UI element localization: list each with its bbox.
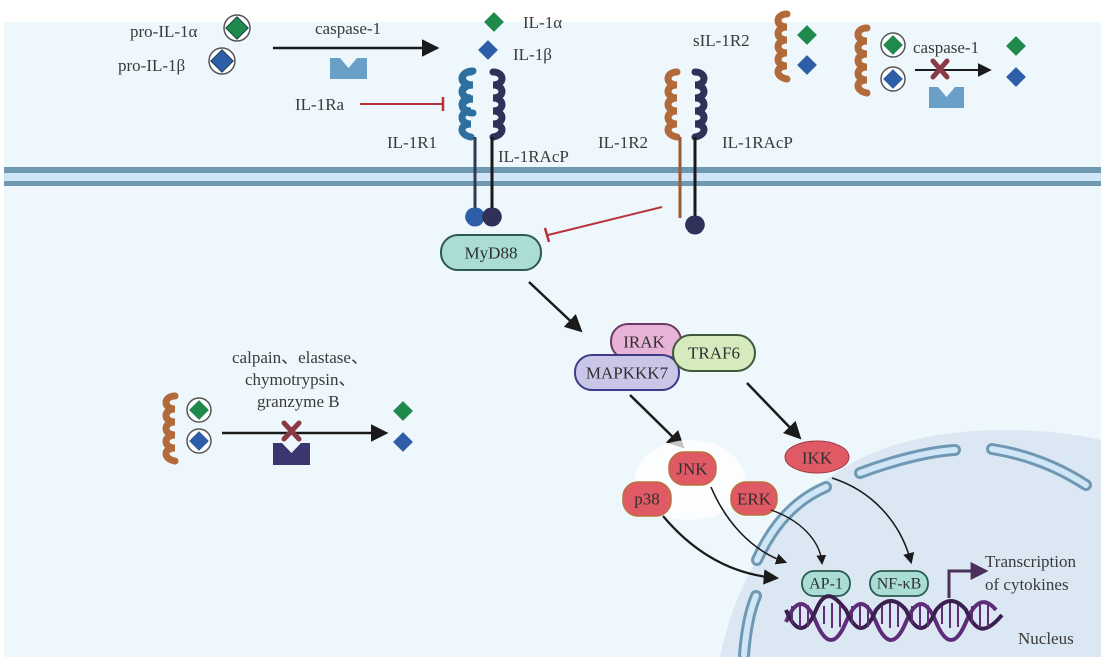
svg-text:MyD88: MyD88	[465, 244, 518, 263]
il1a-icon	[484, 12, 504, 32]
svg-text:p38: p38	[634, 490, 660, 509]
blocked-cross-icon	[281, 420, 302, 442]
pro-il1a-icon	[223, 14, 251, 42]
erk-to-ap1-arrow	[770, 509, 827, 565]
il1a-label: IL-1α	[523, 13, 562, 32]
il1b-icon	[478, 40, 498, 60]
svg-text:IKK: IKK	[802, 449, 833, 468]
il1ra-label: IL-1Ra	[295, 95, 345, 114]
svg-text:NF-κB: NF-κB	[877, 576, 922, 593]
membrane-bound-pro-il1-complex	[162, 392, 212, 465]
pro-il1b-label: pro-IL-1β	[118, 56, 185, 75]
dna-helix-icon	[784, 594, 1004, 642]
transcription-start-arrow	[947, 562, 989, 598]
tir-domain-icon	[465, 207, 485, 227]
pro-il1a-label: pro-IL-1α	[130, 22, 198, 41]
svg-text:TRAF6: TRAF6	[688, 344, 740, 363]
proteases-label-line3: granzyme B	[257, 392, 340, 411]
svg-text:JNK: JNK	[676, 460, 708, 479]
il1racp-right-label: IL-1RAcP	[722, 133, 793, 152]
sil1r2-pro-il1-complex	[854, 24, 906, 97]
mapkkk7-node: MAPKKK7	[574, 354, 680, 391]
il1r1-receptor	[458, 71, 485, 227]
il1r2-receptor	[664, 68, 682, 218]
proteases-label-line1: calpain、elastase、	[232, 348, 368, 367]
caspase1-enzyme-icon	[330, 58, 367, 79]
ikk-to-nfkb-arrow	[831, 477, 915, 565]
svg-text:AP-1: AP-1	[809, 576, 843, 593]
nucleus	[720, 430, 1101, 657]
caspase1-label: caspase-1	[315, 19, 381, 38]
p38-to-ap1-arrow	[662, 515, 780, 585]
ikk-node: IKK	[784, 440, 850, 474]
nfkb-node: NF-κB	[869, 570, 929, 597]
il1racp-left-label: IL-1RAcP	[498, 147, 569, 166]
svg-text:ERK: ERK	[737, 490, 772, 509]
irak-node: IRAK	[610, 323, 682, 360]
pro-il1b-icon	[208, 47, 236, 75]
extracellular-space	[0, 0, 1101, 22]
il1r2-inhibition-line	[547, 206, 663, 236]
svg-text:IRAK: IRAK	[623, 333, 665, 352]
caspase1-blocked-label: caspase-1	[913, 38, 979, 57]
il1b-label: IL-1β	[513, 45, 552, 64]
jnk-to-ap1-arrow	[710, 486, 788, 565]
il1r2-label: IL-1R2	[598, 133, 648, 152]
traf6-to-ikk-arrow	[746, 382, 802, 440]
svg-text:MAPKKK7: MAPKKK7	[586, 364, 669, 383]
il1r1-label: IL-1R1	[387, 133, 437, 152]
transcription-label-line1: Transcription	[985, 552, 1076, 571]
erk-node: ERK	[730, 481, 778, 516]
il1racp-receptor-left	[482, 68, 506, 227]
traf6-node: TRAF6	[672, 334, 756, 372]
ap1-node: AP-1	[801, 570, 851, 597]
transcription-label-line2: of cytokines	[985, 575, 1069, 594]
proteases-label-line2: chymotrypsin、	[245, 370, 356, 389]
blocked-cross-icon	[930, 58, 950, 80]
caspase1-enzyme-icon	[929, 87, 964, 108]
p38-node: p38	[622, 481, 672, 517]
mapkkk7-to-jnk-arrow	[629, 394, 685, 449]
il1b-icon	[393, 432, 413, 452]
sil1r2-label: sIL-1R2	[693, 31, 750, 50]
plasma-membrane	[4, 167, 1101, 186]
jnk-node: JNK	[668, 451, 717, 486]
protease-enzyme-icon	[273, 443, 310, 465]
il1racp-receptor-right	[685, 68, 708, 235]
tir-domain-icon	[685, 215, 705, 235]
tir-domain-icon	[482, 207, 502, 227]
myd88-node: MyD88	[440, 234, 542, 271]
nucleus-label: Nucleus	[1018, 629, 1074, 648]
myd88-to-irak-arrow	[528, 281, 583, 333]
il1a-icon	[393, 401, 413, 421]
